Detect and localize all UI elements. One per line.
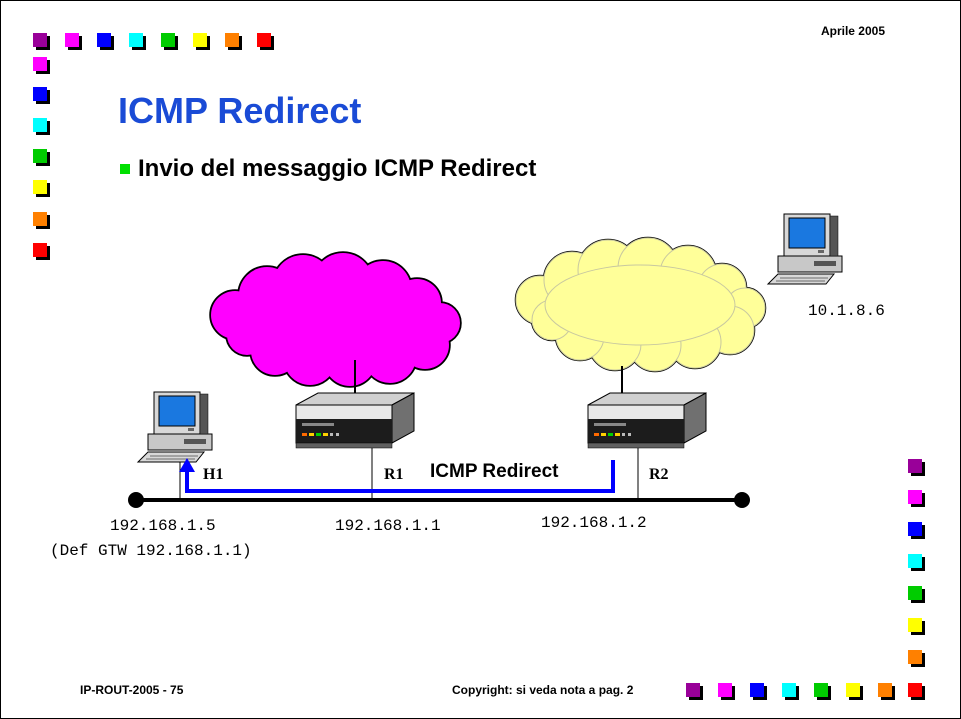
decor-square bbox=[718, 683, 735, 700]
router-r2 bbox=[587, 392, 707, 449]
decor-square bbox=[878, 683, 895, 700]
decor-square bbox=[193, 33, 210, 50]
decor-square bbox=[908, 459, 925, 476]
r2-ip: 192.168.1.2 bbox=[541, 514, 647, 532]
decor-square bbox=[908, 618, 925, 635]
h1-label: H1 bbox=[203, 466, 224, 483]
remote-host-computer bbox=[767, 213, 843, 285]
decor-square bbox=[129, 33, 146, 50]
decor-square bbox=[161, 33, 178, 50]
decor-square bbox=[33, 180, 50, 197]
decor-square bbox=[750, 683, 767, 700]
decor-square bbox=[814, 683, 831, 700]
decor-square bbox=[225, 33, 242, 50]
decor-square bbox=[257, 33, 274, 50]
decor-square bbox=[782, 683, 799, 700]
lan-segment bbox=[128, 492, 750, 508]
decor-square bbox=[65, 33, 82, 50]
decor-square bbox=[908, 522, 925, 539]
decor-square bbox=[33, 118, 50, 135]
decor-square bbox=[33, 212, 50, 229]
decor-square bbox=[908, 490, 925, 507]
r1-label: R1 bbox=[384, 466, 404, 483]
decor-square bbox=[908, 586, 925, 603]
decor-square bbox=[846, 683, 863, 700]
decor-square bbox=[33, 33, 50, 50]
decor-square bbox=[686, 683, 703, 700]
h1-ip: 192.168.1.5 bbox=[110, 517, 216, 535]
r1-ip: 192.168.1.1 bbox=[335, 517, 441, 535]
cloud-right bbox=[514, 236, 767, 373]
bullet-item: Invio del messaggio ICMP Redirect bbox=[120, 155, 536, 183]
decor-square bbox=[33, 57, 50, 74]
decor-square bbox=[908, 683, 925, 700]
footer-doc-id: IP-ROUT-2005 - 75 bbox=[80, 683, 184, 697]
remote-host-ip: 10.1.8.6 bbox=[808, 302, 885, 320]
icmp-redirect-arrow bbox=[179, 458, 615, 493]
decor-square bbox=[33, 87, 50, 104]
router-r1 bbox=[295, 392, 415, 449]
decor-square bbox=[33, 149, 50, 166]
icmp-redirect-label: ICMP Redirect bbox=[430, 461, 559, 482]
host-h1-computer bbox=[137, 391, 213, 463]
decor-square bbox=[97, 33, 114, 50]
slide-title: ICMP Redirect bbox=[118, 90, 362, 131]
bullet-icon bbox=[120, 164, 130, 174]
cloud-left bbox=[209, 251, 462, 388]
r2-label: R2 bbox=[649, 466, 669, 483]
header-date: Aprile 2005 bbox=[820, 24, 885, 38]
decor-square bbox=[908, 554, 925, 571]
decor-square bbox=[33, 243, 50, 260]
h1-default-gateway-note: (Def GTW 192.168.1.1) bbox=[50, 542, 252, 560]
bullet-text: Invio del messaggio ICMP Redirect bbox=[138, 155, 537, 182]
footer-copyright: Copyright: si veda nota a pag. 2 bbox=[452, 683, 634, 697]
decor-square bbox=[908, 650, 925, 667]
